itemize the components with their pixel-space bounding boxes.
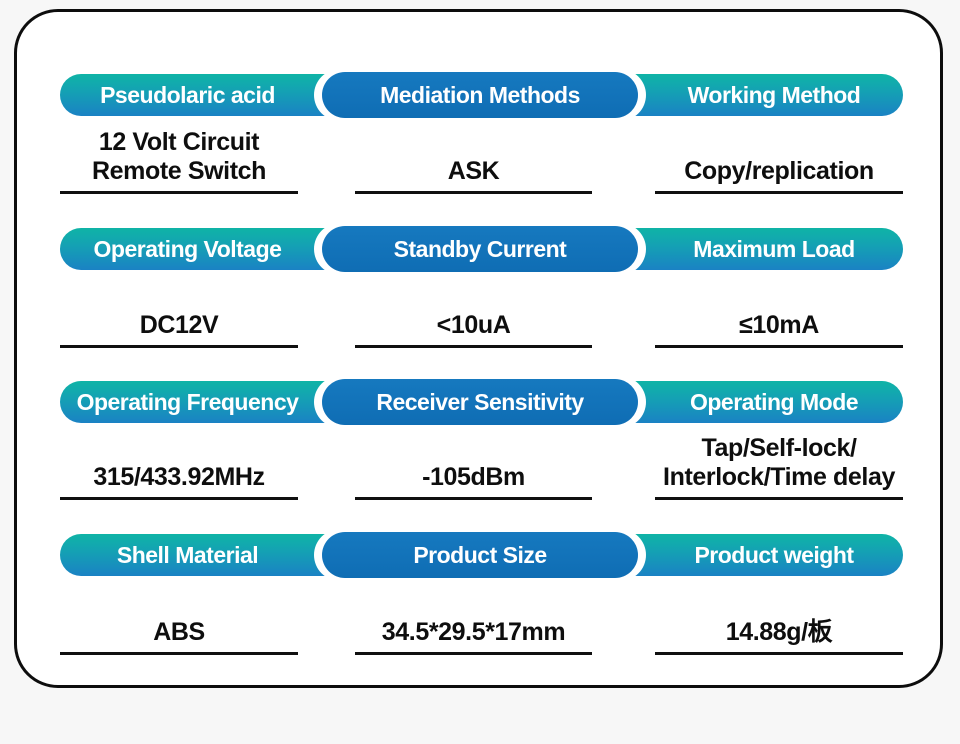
header-label-left-row1: Pseudolaric acid <box>100 81 275 108</box>
underline <box>355 497 592 500</box>
pill-white-ring: Mediation Methods <box>314 69 646 121</box>
underline <box>355 652 592 655</box>
value-line: 315/433.92MHz <box>93 463 265 491</box>
value-line: Remote Switch <box>92 157 266 185</box>
header-label-right-row1: Working Method <box>687 81 861 108</box>
value-line: Copy/replication <box>684 157 874 185</box>
value-row1-col3: Copy/replication <box>655 157 903 186</box>
value-line: DC12V <box>139 311 219 339</box>
underline <box>655 191 903 194</box>
header-band-row1: Pseudolaric acid Mediation Methods Worki… <box>60 69 903 121</box>
header-label-right-row2: Maximum Load <box>693 235 855 262</box>
header-middle-pill-row1: Mediation Methods <box>314 69 646 121</box>
value-line: 14.88g/板 <box>725 618 833 646</box>
pill-white-ring: Standby Current <box>314 223 646 275</box>
value-line: Tap/Self-lock/ <box>701 434 857 462</box>
header-middle-pill-row4: Product Size <box>314 529 646 581</box>
header-band-row3: Operating Frequency Receiver Sensitivity… <box>60 376 903 428</box>
value-line: 34.5*29.5*17mm <box>381 618 566 646</box>
value-row2-col2: <10uA <box>355 311 592 340</box>
header-label-right-row4: Product weight <box>694 541 854 568</box>
underline <box>655 345 903 348</box>
header-label-right-row3: Operating Mode <box>689 388 859 415</box>
value-row1-col1: 12 Volt Circuit Remote Switch <box>60 128 298 186</box>
value-line: ABS <box>153 618 205 646</box>
underline <box>60 345 298 348</box>
value-line: <10uA <box>436 311 511 339</box>
value-row2-col1: DC12V <box>60 311 298 340</box>
header-label-middle-row2: Standby Current <box>322 226 638 272</box>
underline <box>60 191 298 194</box>
underline <box>655 497 903 500</box>
value-row1-col2: ASK <box>355 157 592 186</box>
value-line: ASK <box>447 157 500 185</box>
value-row4-col3: 14.88g/板 <box>655 618 903 647</box>
underline <box>60 652 298 655</box>
value-row4-col2: 34.5*29.5*17mm <box>355 618 592 647</box>
header-label-middle-row1: Mediation Methods <box>322 72 638 118</box>
header-band-row2: Operating Voltage Standby Current Maximu… <box>60 223 903 275</box>
header-band-row4: Shell Material Product Size Product weig… <box>60 529 903 581</box>
header-middle-pill-row3: Receiver Sensitivity <box>314 376 646 428</box>
header-label-left-row4: Shell Material <box>116 541 259 568</box>
underline <box>355 191 592 194</box>
value-line: Interlock/Time delay <box>663 463 895 491</box>
header-label-middle-row4: Product Size <box>322 532 638 578</box>
value-line: 12 Volt Circuit <box>98 128 260 156</box>
value-row4-col1: ABS <box>60 618 298 647</box>
underline <box>655 652 903 655</box>
header-middle-pill-row2: Standby Current <box>314 223 646 275</box>
header-label-left-row3: Operating Frequency <box>76 388 299 415</box>
underline <box>60 497 298 500</box>
value-row3-col2: -105dBm <box>355 463 592 492</box>
value-line: -105dBm <box>422 463 525 491</box>
value-row2-col3: ≤10mA <box>655 311 903 340</box>
pill-white-ring: Receiver Sensitivity <box>314 376 646 428</box>
pill-white-ring: Product Size <box>314 529 646 581</box>
header-label-left-row2: Operating Voltage <box>93 235 282 262</box>
spec-card: Pseudolaric acid Mediation Methods Worki… <box>14 9 943 688</box>
value-row3-col1: 315/433.92MHz <box>60 463 298 492</box>
value-row3-col3: Tap/Self-lock/ Interlock/Time delay <box>655 434 903 492</box>
underline <box>355 345 592 348</box>
value-line: ≤10mA <box>739 311 819 339</box>
header-label-middle-row3: Receiver Sensitivity <box>322 379 638 425</box>
